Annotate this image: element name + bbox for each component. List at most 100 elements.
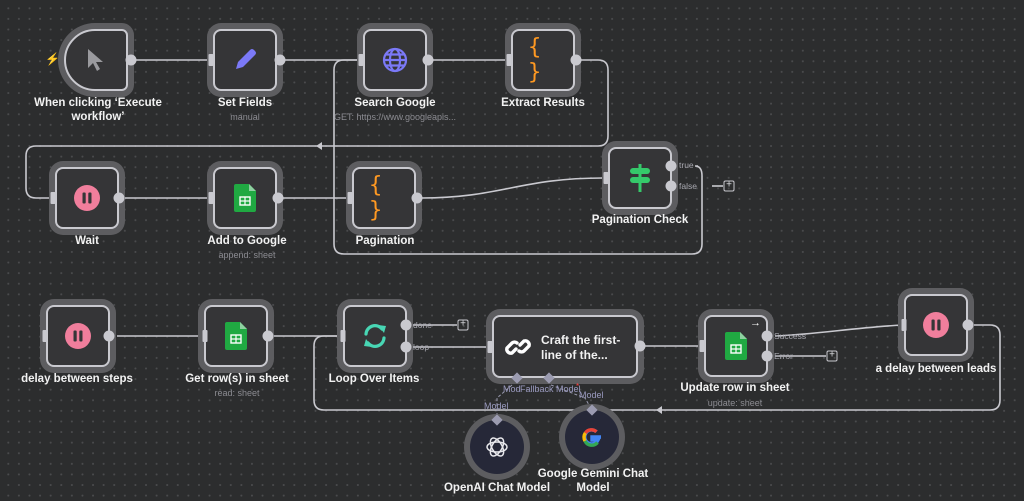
output-port-false[interactable] [665, 180, 677, 192]
node-label-openai: OpenAI Chat Model [443, 482, 551, 494]
cursor-icon [88, 49, 103, 71]
openai-icon [486, 437, 508, 457]
output-port[interactable] [411, 192, 423, 204]
add-node-button[interactable]: + [723, 180, 735, 192]
output-port-error[interactable] [761, 350, 773, 362]
node-label-get-rows: Get row(s) in sheet [185, 373, 289, 385]
google-sheets-icon [234, 184, 256, 212]
node-label-pagination-check: Pagination Check [591, 214, 689, 226]
node-delay-between-leads[interactable] [904, 294, 968, 356]
output-port[interactable] [634, 340, 646, 352]
node-pagination[interactable]: { } [352, 167, 416, 229]
node-search-google[interactable] [363, 29, 427, 91]
output-label-false: false [679, 181, 697, 191]
node-wait[interactable] [55, 167, 119, 229]
node-subtitle-get-rows: read: sheet [214, 388, 260, 398]
output-port[interactable] [570, 54, 582, 66]
input-port[interactable] [202, 330, 208, 342]
node-extract-results[interactable]: { } [511, 29, 575, 91]
output-port-success[interactable] [761, 330, 773, 342]
gemini-port-label: Model [579, 390, 604, 400]
node-openai-chat-model[interactable] [470, 420, 524, 474]
node-set-fields[interactable] [213, 29, 277, 91]
add-node-button[interactable]: + [457, 319, 469, 331]
node-label-delay-between-leads: a delay between leads [875, 363, 997, 375]
output-label-error: Error [774, 351, 793, 361]
node-pagination-check[interactable] [608, 147, 672, 209]
google-sheets-icon [225, 322, 247, 350]
node-label-add-to-google: Add to Google [207, 235, 287, 247]
output-label-success: Success [774, 331, 807, 341]
input-port[interactable] [50, 192, 56, 204]
sub-input-label-model: Mod [503, 384, 521, 394]
input-port[interactable] [208, 54, 214, 66]
input-port[interactable] [901, 319, 907, 331]
output-port[interactable] [422, 54, 434, 66]
arrow-right-icon: → [750, 317, 761, 329]
node-title-line2: line of the... [541, 348, 608, 362]
output-port-done[interactable] [400, 319, 412, 331]
node-label-gemini: Google Gemini Chat Model [538, 467, 649, 495]
node-manual-trigger[interactable] [64, 29, 128, 91]
pause-icon [74, 185, 100, 211]
output-label-true: true [679, 160, 694, 170]
sub-input-label-fallback: Fallback Model [520, 384, 581, 394]
google-sheets-icon [725, 332, 747, 360]
output-label-done: done [413, 320, 432, 330]
input-port[interactable] [347, 192, 353, 204]
input-port[interactable] [699, 340, 705, 352]
node-label-loop-over-items: Loop Over Items [328, 373, 420, 385]
node-subtitle-update-row: update: sheet [707, 398, 763, 408]
input-port[interactable] [208, 192, 214, 204]
output-port[interactable] [125, 54, 137, 66]
node-label-pagination: Pagination [355, 235, 415, 247]
output-port-loop[interactable] [400, 341, 412, 353]
input-port[interactable] [487, 341, 493, 353]
edge-pagination-to-check [421, 177, 604, 199]
arrowhead [656, 406, 662, 414]
globe-icon [382, 47, 408, 73]
output-port[interactable] [272, 192, 284, 204]
output-port-true[interactable] [665, 160, 677, 172]
node-subtitle-add-to-google: append: sheet [218, 250, 276, 260]
add-node-button[interactable]: + [826, 350, 838, 362]
node-google-gemini-chat-model[interactable] [565, 410, 619, 464]
pause-icon [65, 323, 91, 349]
code-braces-icon: { } [528, 35, 542, 85]
google-g-icon [582, 428, 601, 447]
node-title-line1: Craft the first- [541, 333, 621, 347]
node-subtitle-set-fields: manual [230, 112, 260, 122]
node-delay-between-steps[interactable] [46, 305, 110, 367]
node-label-wait: Wait [75, 235, 99, 247]
node-add-to-google[interactable] [213, 167, 277, 229]
node-update-row[interactable]: → [704, 315, 768, 377]
output-port[interactable] [103, 330, 115, 342]
node-label-search-google: Search Google [354, 97, 436, 109]
signpost-icon [630, 164, 650, 192]
output-port[interactable] [113, 192, 125, 204]
input-port[interactable] [506, 54, 512, 66]
input-port[interactable] [603, 172, 609, 184]
input-port[interactable] [358, 54, 364, 66]
node-get-rows[interactable] [204, 305, 268, 367]
trigger-bolt-icon: ⚡ [45, 52, 60, 66]
edge-true-to-search [333, 59, 703, 255]
output-port[interactable] [262, 330, 274, 342]
node-label-set-fields: Set Fields [217, 97, 273, 109]
edge-success-to-delayleads [774, 324, 903, 337]
gemini-label-line2: Model [576, 482, 610, 494]
node-label-extract-results: Extract Results [501, 97, 585, 109]
edge-openai-model [496, 384, 513, 420]
input-port[interactable] [340, 330, 346, 342]
output-port[interactable] [962, 319, 974, 331]
input-port[interactable] [42, 330, 48, 342]
code-braces-icon: { } [369, 173, 383, 223]
node-craft-first-line[interactable]: Craft the first- line of the... [492, 315, 638, 378]
openai-port-label: Model [484, 401, 509, 411]
refresh-icon [364, 324, 386, 348]
pencil-icon [236, 49, 256, 69]
node-label-delay-between-steps: delay between steps [21, 373, 133, 385]
output-port[interactable] [274, 54, 286, 66]
node-loop-over-items[interactable] [343, 305, 407, 367]
